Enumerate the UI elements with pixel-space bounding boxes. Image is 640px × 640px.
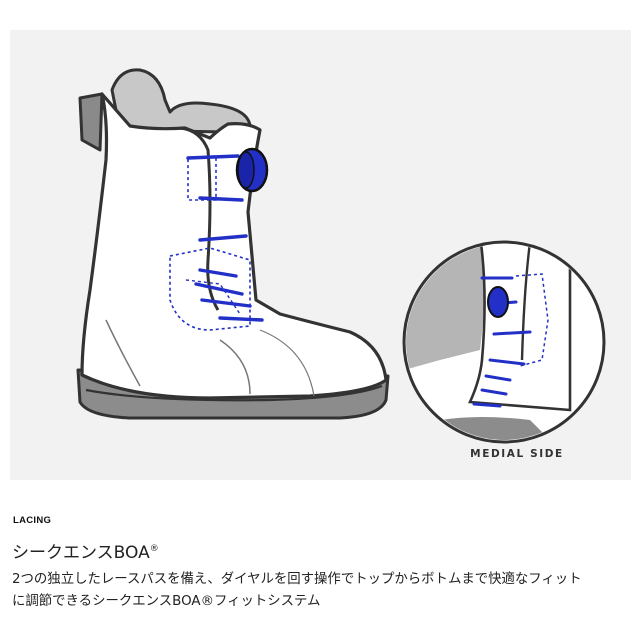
product-illustration-panel: MEDIAL SIDE <box>10 30 631 480</box>
medial-side-caption: MEDIAL SIDE <box>470 448 564 460</box>
boa-dial <box>235 147 269 193</box>
boot-illustration <box>76 68 606 444</box>
description-line-2: に調節できるシークエンスBOA®フィットシステム <box>12 594 321 609</box>
registered-mark: ® <box>149 544 159 554</box>
description-line-1: 2つの独立したレースパスを備え、ダイヤルを回す操作でトップからボトムまで快適なフ… <box>12 572 582 587</box>
product-feature-heading: シークエンスBOA® <box>12 538 159 563</box>
section-label: LACING <box>13 515 52 526</box>
heading-text: シークエンスBOA <box>12 543 150 563</box>
medial-side-zoom <box>402 240 606 444</box>
feature-description: 2つの独立したレースパスを備え、ダイヤルを回す操作でトップからボトムまで快適なフ… <box>12 569 628 613</box>
